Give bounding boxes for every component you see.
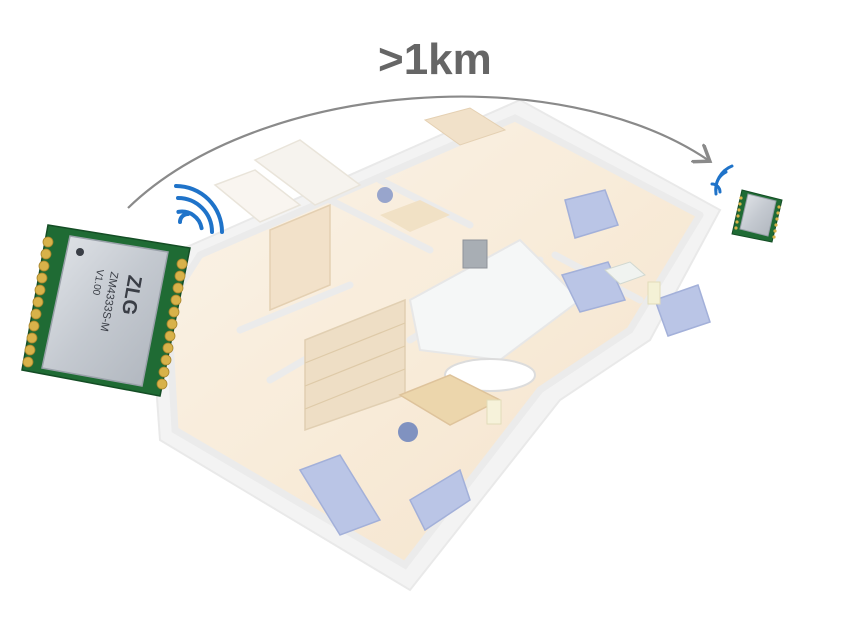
lamp-2 xyxy=(486,399,502,425)
desk-upper xyxy=(380,200,450,232)
office-chair-2 xyxy=(377,187,393,203)
bathroom xyxy=(408,238,582,362)
module-version: V1.00 xyxy=(90,268,105,296)
pin1-marker xyxy=(76,248,84,256)
module-small xyxy=(731,189,783,243)
wardrobe xyxy=(269,203,331,312)
module-large: ZLG ZM4333S-M V1.00 xyxy=(21,224,191,397)
coffee-table xyxy=(604,261,646,285)
lamp xyxy=(647,281,661,305)
signal-icon-small xyxy=(710,164,734,196)
module-shield xyxy=(41,235,169,387)
range-arrow xyxy=(127,95,708,209)
bed xyxy=(253,139,362,206)
bed-2 xyxy=(213,169,302,223)
signal-icon xyxy=(174,184,224,234)
floor-plan xyxy=(148,98,722,592)
module-pads xyxy=(22,236,188,390)
tv xyxy=(462,239,488,269)
dining-table xyxy=(423,107,507,146)
distance-label: >1km xyxy=(378,35,492,84)
office-chair xyxy=(398,422,418,442)
module-small-shield xyxy=(739,193,777,237)
